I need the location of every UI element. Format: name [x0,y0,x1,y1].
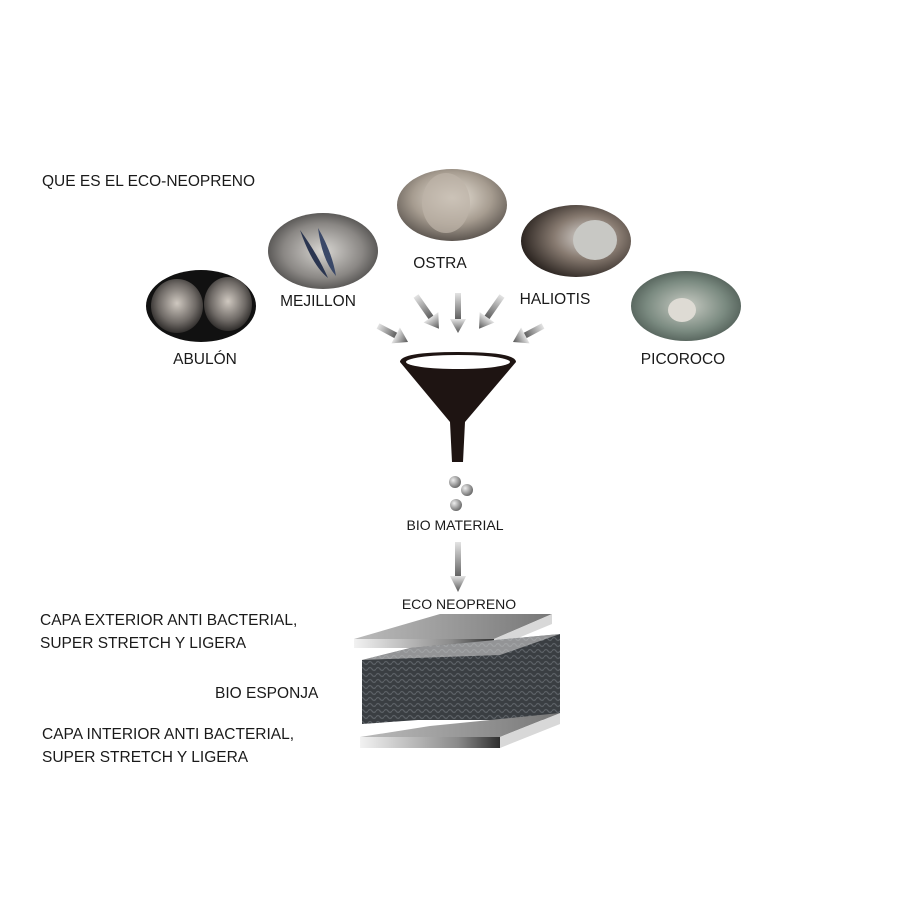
arrow-icon [413,294,439,329]
bio-sponge-layer [362,634,560,724]
arrow-icon [450,293,466,333]
shell-picoroco: PICOROCO [631,271,741,368]
shell-label: HALIOTIS [520,291,591,308]
shell-label: OSTRA [413,255,467,272]
arrow-icon [479,294,505,329]
inner-layer [360,713,560,748]
down-arrow-icon [450,542,466,592]
outer-layer-label-line1: CAPA EXTERIOR ANTI BACTERIAL, [40,612,297,629]
arrow-icon [376,323,409,344]
shell-label: ABULÓN [173,351,237,368]
eco-neopreno-label: ECO NEOPRENO [402,596,516,612]
inner-layer-label-line1: CAPA INTERIOR ANTI BACTERIAL, [42,726,294,743]
neoprene-layers [354,614,560,748]
shell-label: PICOROCO [641,351,725,368]
input-arrows [376,293,545,344]
arrow-icon [512,323,545,344]
bio-sponge-label: BIO ESPONJA [215,685,319,702]
bio-material-label: BIO MATERIAL [407,517,504,533]
inner-layer-label-line2: SUPER STRETCH Y LIGERA [42,749,249,766]
diagram-title: QUE ES EL ECO-NEOPRENO [42,173,255,190]
bio-material-particles [449,476,473,511]
shell-label: MEJILLON [280,293,356,310]
shell-mejillon: MEJILLON [268,213,378,310]
shell-haliotis: HALIOTIS [520,205,631,308]
shell-abulon: ABULÓN [146,270,256,368]
outer-layer-label-line2: SUPER STRETCH Y LIGERA [40,635,247,652]
shell-ostra: OSTRA [397,169,507,272]
funnel-icon [400,352,516,462]
